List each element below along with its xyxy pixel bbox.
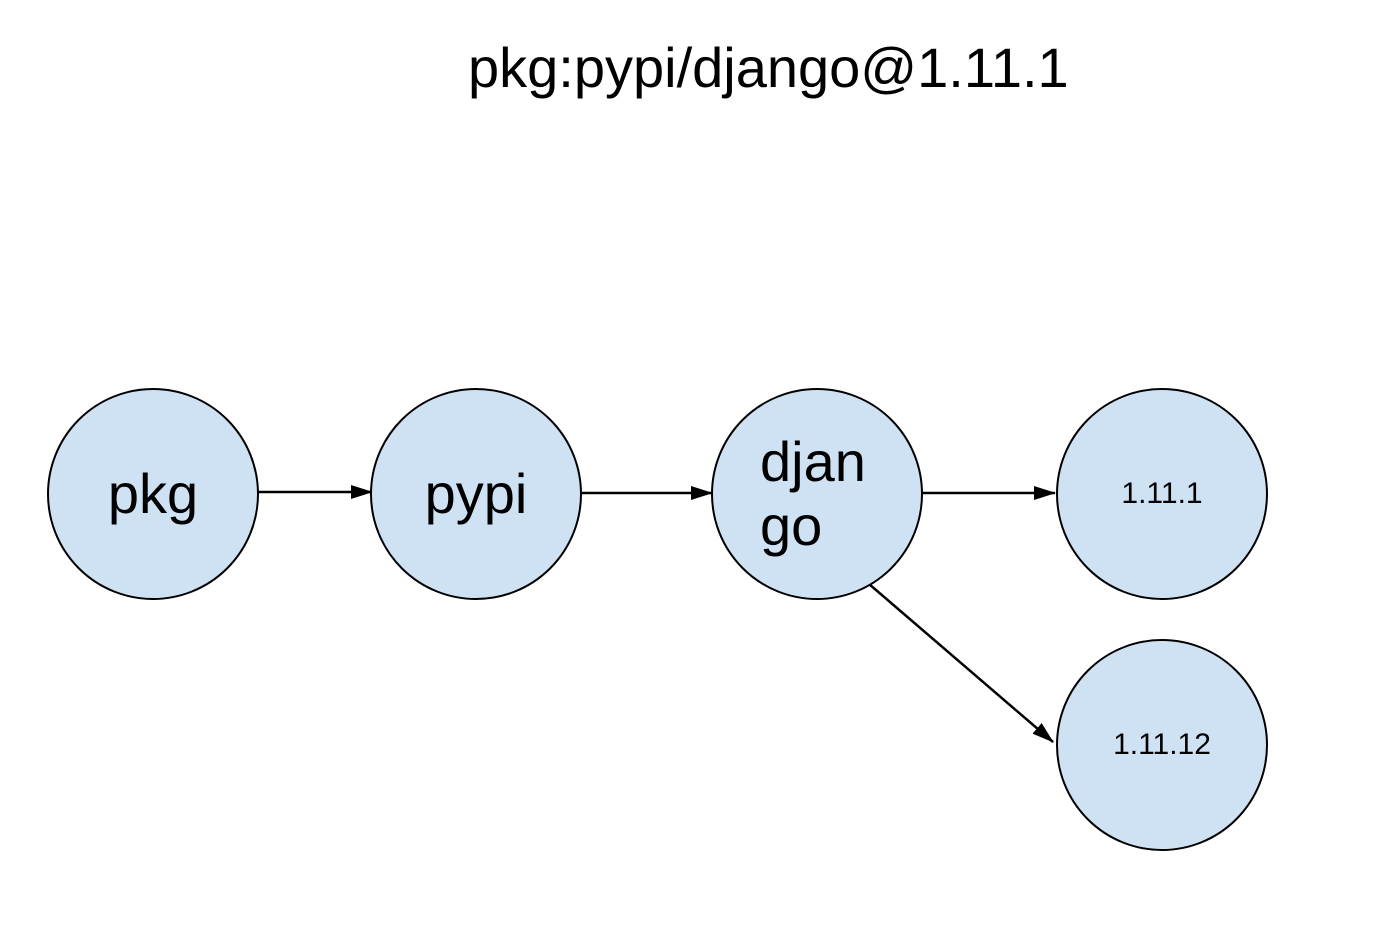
node-django: django xyxy=(711,388,923,600)
node-version-1.11.1: 1.11.1 xyxy=(1056,388,1268,600)
node-pypi-label: pypi xyxy=(424,462,528,525)
node-version-1.11.12-label: 1.11.12 xyxy=(1113,728,1211,761)
edge-django-to-1.11.12 xyxy=(868,583,1054,743)
diagram-title: pkg:pypi/django@1.11.1 xyxy=(468,36,1069,99)
node-pkg: pkg xyxy=(47,388,259,600)
node-pkg-label: pkg xyxy=(107,462,199,525)
node-version-1.11.1-label: 1.11.1 xyxy=(1121,477,1203,510)
node-pypi: pypi xyxy=(370,388,582,600)
node-version-1.11.12: 1.11.12 xyxy=(1056,639,1268,851)
node-django-label: django xyxy=(760,430,866,557)
